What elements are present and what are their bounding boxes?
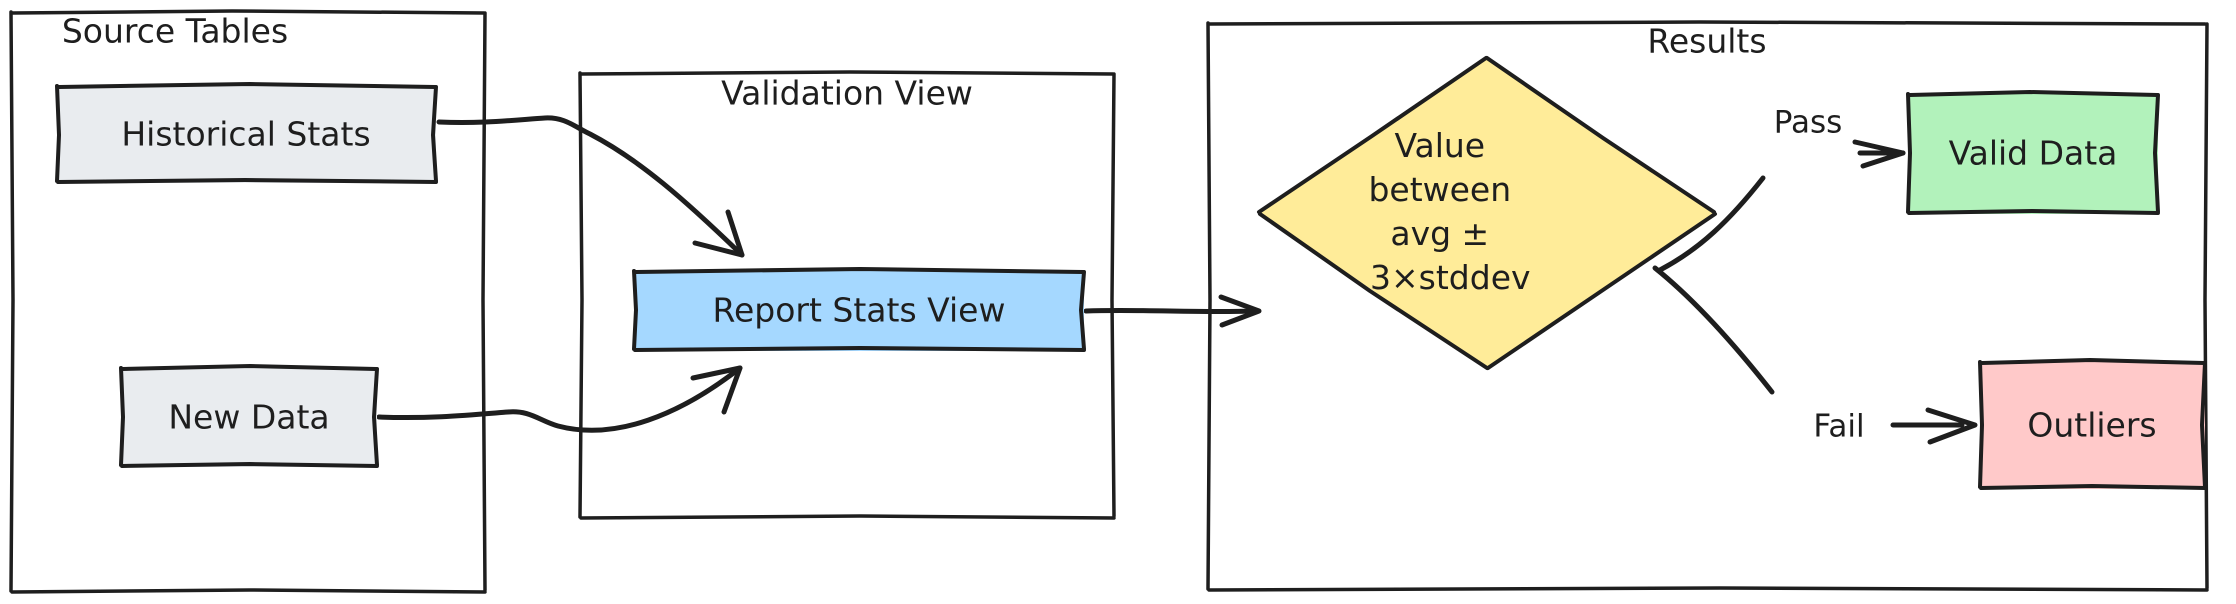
group-source-tables-border <box>9 9 487 594</box>
node-historical-stats-label: Historical Stats <box>121 115 370 154</box>
node-outliers-fill <box>1980 361 2205 489</box>
node-outliers[interactable]: Outliers <box>1978 358 2207 490</box>
node-historical-stats-border <box>55 82 438 184</box>
node-new-data-label: New Data <box>168 398 329 437</box>
node-valid-data-fill <box>1908 93 2158 214</box>
node-report-stats-view-label: Report Stats View <box>713 291 1006 330</box>
group-source-tables-title: Source Tables <box>62 12 288 51</box>
node-valid-data-border <box>1906 90 2160 215</box>
node-outliers-border <box>1978 358 2207 490</box>
edge-decision-to-valid-line <box>1657 175 1766 273</box>
node-report-stats-view[interactable]: Report Stats View <box>632 267 1086 352</box>
edge-label-pass: Pass <box>1774 105 1843 141</box>
node-historical-stats[interactable]: Historical Stats <box>55 82 438 184</box>
edge-historical-to-report[interactable] <box>436 115 745 258</box>
group-results-title: Results <box>1647 22 1766 61</box>
edge-newdata-to-report-line <box>376 365 743 433</box>
edge-decision-to-outliers[interactable]: Fail <box>1652 265 1978 445</box>
node-validation-decision[interactable]: Value between avg ± 3×stddev <box>1257 56 1717 370</box>
node-report-stats-view-border <box>632 267 1086 352</box>
decision-line-4: 3×stddev <box>1370 258 1531 297</box>
decision-line-1: Value <box>1394 126 1485 165</box>
node-valid-data[interactable]: Valid Data <box>1906 90 2160 215</box>
node-outliers-label: Outliers <box>2027 406 2156 445</box>
edge-historical-to-report-line <box>436 115 745 258</box>
node-historical-stats-fill <box>57 85 436 183</box>
node-new-data[interactable]: New Data <box>119 364 379 468</box>
edge-decision-to-outliers-arrowhead <box>1925 407 1978 445</box>
node-validation-decision-label: Value between avg ± 3×stddev <box>1368 126 1605 297</box>
group-validation-view[interactable]: Validation View <box>578 70 1116 520</box>
edge-report-to-decision[interactable] <box>1083 294 1262 328</box>
edge-newdata-to-report[interactable] <box>376 365 743 433</box>
edge-decision-to-outliers-line <box>1652 265 1775 395</box>
group-validation-view-border <box>578 70 1116 520</box>
edge-newdata-to-report-arrowhead <box>690 365 743 415</box>
node-new-data-fill <box>121 367 377 467</box>
edge-historical-to-report-arrowhead <box>692 209 745 258</box>
group-results[interactable]: Results <box>1206 20 2209 592</box>
node-valid-data-label: Valid Data <box>1949 134 2118 173</box>
group-validation-view-title: Validation View <box>721 74 973 113</box>
decision-line-2: between <box>1368 170 1511 209</box>
node-new-data-border <box>119 364 379 468</box>
edge-report-to-decision-line <box>1083 307 1256 315</box>
node-report-stats-view-fill <box>634 270 1084 351</box>
group-results-border <box>1206 20 2209 592</box>
node-validation-decision-border <box>1257 56 1717 370</box>
group-source-tables[interactable]: Source Tables <box>9 9 487 594</box>
decision-line-3: avg ± <box>1390 214 1489 253</box>
edge-label-fail: Fail <box>1813 409 1864 445</box>
edge-decision-to-valid[interactable]: Pass <box>1657 105 1906 273</box>
edge-report-to-decision-arrowhead <box>1218 294 1262 328</box>
